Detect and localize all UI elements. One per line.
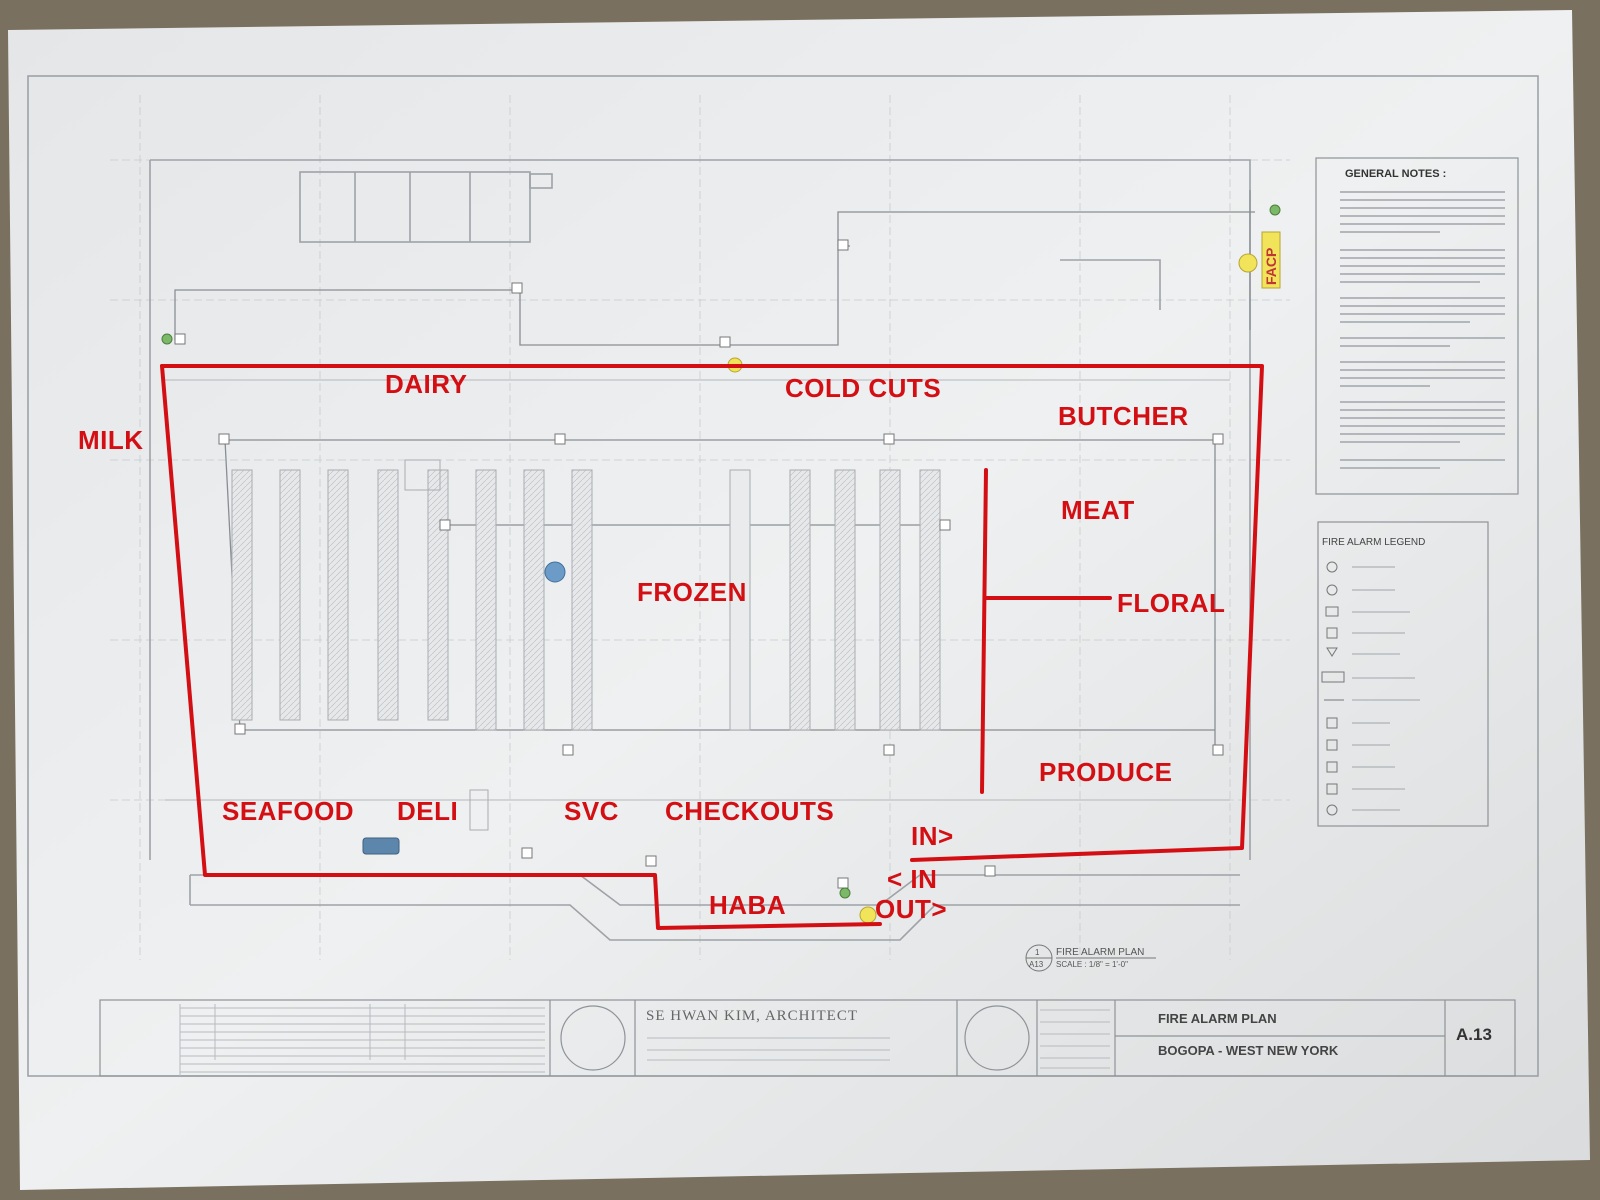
red-store-annotation bbox=[160, 364, 1264, 930]
title-block-project-name: BOGOPA - WEST NEW YORK bbox=[1158, 1043, 1339, 1058]
plan-scale-label: SCALE : 1/8" = 1'-0" bbox=[1056, 960, 1128, 969]
zone-label-frozen: FROZEN bbox=[637, 577, 747, 607]
zone-label-haba: HABA bbox=[709, 890, 786, 920]
zone-label-seafood: SEAFOOD bbox=[222, 796, 354, 826]
green-marker-left bbox=[161, 333, 173, 345]
yellow-marker-annunciator bbox=[1238, 253, 1258, 273]
zone-label-produce: PRODUCE bbox=[1039, 757, 1173, 787]
alarm-devices bbox=[174, 239, 1224, 889]
zone-label-exit-out: OUT> bbox=[875, 894, 947, 924]
store-zone-outline bbox=[160, 364, 1264, 862]
facp-box-label: FACP bbox=[1263, 248, 1279, 285]
blue-equipment-marker bbox=[362, 837, 400, 855]
title-block-sheet-number: A.13 bbox=[1456, 1025, 1492, 1044]
plan-title-label: FIRE ALARM PLAN bbox=[1056, 947, 1144, 958]
zone-label-entrance-in-right: IN> bbox=[911, 821, 954, 851]
zone-label-entrance-in-left: < IN bbox=[887, 864, 937, 894]
legend-description-lines bbox=[1352, 566, 1420, 811]
ceiling-grid bbox=[165, 379, 1230, 801]
produce-divider-vertical bbox=[980, 468, 988, 794]
title-block-drawing-title: FIRE ALARM PLAN bbox=[1158, 1011, 1277, 1026]
zone-label-cold-cuts: COLD CUTS bbox=[785, 373, 941, 403]
revision-table-lines bbox=[179, 1004, 1110, 1076]
zone-label-butcher: BUTCHER bbox=[1058, 401, 1189, 431]
plan-sheet-ref: A13 bbox=[1029, 960, 1044, 969]
zone-label-checkouts: CHECKOUTS bbox=[665, 796, 834, 826]
general-notes-title: GENERAL NOTES : bbox=[1345, 168, 1446, 180]
general-notes-panel bbox=[1315, 157, 1519, 495]
shelving-aisles bbox=[231, 459, 941, 831]
fire-alarm-legend-title: FIRE ALARM LEGEND bbox=[1322, 537, 1425, 548]
zone-label-svc: SVC bbox=[564, 796, 619, 826]
zone-label-deli: DELI bbox=[397, 796, 458, 826]
building-outline bbox=[149, 159, 1251, 941]
facp-box bbox=[1261, 231, 1281, 289]
legend-symbols bbox=[1321, 561, 1345, 816]
zone-label-milk: MILK bbox=[78, 425, 144, 455]
fire-alarm-legend-panel bbox=[1317, 521, 1489, 827]
zone-label-dairy: DAIRY bbox=[385, 369, 467, 399]
general-notes-text-lines bbox=[1340, 191, 1505, 469]
store-zone-outline-left bbox=[160, 364, 882, 930]
green-marker-bottom bbox=[839, 887, 851, 899]
blue-device-marker bbox=[544, 561, 566, 583]
zone-label-floral: FLORAL bbox=[1117, 588, 1225, 618]
green-marker-top-right bbox=[1269, 204, 1281, 216]
plan-number: 1 bbox=[1035, 948, 1040, 957]
title-block bbox=[99, 999, 1516, 1077]
yellow-marker-bottom bbox=[859, 906, 877, 924]
architect-name: SE HWAN KIM, ARCHITECT bbox=[646, 1008, 858, 1024]
zone-label-meat: MEAT bbox=[1061, 495, 1135, 525]
